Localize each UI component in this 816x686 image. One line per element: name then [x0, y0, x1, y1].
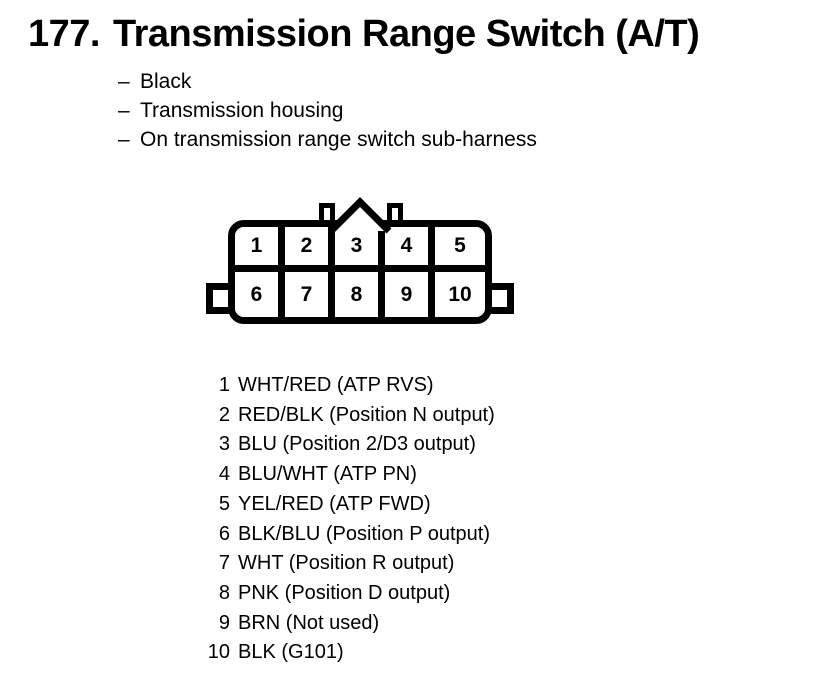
pin-row: 3 BLU (Position 2/D3 output): [0, 430, 495, 460]
note-dash: –: [118, 128, 130, 151]
pin-row: 4 BLU/WHT (ATP PN): [0, 460, 495, 490]
pin-description: BLU (Position 2/D3 output): [238, 433, 476, 456]
pin-description: BLK/BLU (Position P output): [238, 522, 490, 545]
connector-body: 1 2 3 4 5 6 7 8 9 10: [228, 220, 492, 324]
note-text: Transmission housing: [140, 99, 344, 122]
pin-description: WHT (Position R output): [238, 552, 455, 575]
pin-row: 6 BLK/BLU (Position P output): [0, 520, 495, 550]
pin-cavity-3: 3: [335, 227, 385, 272]
mount-tab-left-icon: [206, 283, 230, 314]
pin-cavity-1: 1: [235, 227, 285, 272]
connector-diagram: 1 2 3 4 5 6 7 8 9 10: [206, 197, 514, 324]
pin-number: 3: [218, 433, 230, 456]
note-item: – Black: [118, 67, 537, 96]
page-title: 177. Transmission Range Switch (A/T): [28, 12, 700, 56]
pin-description: BLK (G101): [238, 641, 344, 664]
pin-number: 10: [207, 641, 230, 664]
item-number: 177.: [28, 13, 100, 55]
pin-number: 9: [218, 611, 230, 634]
pin-number: 2: [218, 403, 230, 426]
pin-number: 8: [218, 581, 230, 604]
pin-row: 2 RED/BLK (Position N output): [0, 401, 495, 431]
pin-list: 1 WHT/RED (ATP RVS) 2 RED/BLK (Position …: [0, 371, 495, 668]
note-list: – Black – Transmission housing – On tran…: [118, 67, 537, 154]
note-dash: –: [118, 70, 130, 93]
pin-number: 7: [218, 552, 230, 575]
note-text: On transmission range switch sub-harness: [140, 128, 537, 151]
note-item: – On transmission range switch sub-harne…: [118, 125, 537, 154]
note-text: Black: [140, 70, 192, 93]
pin-description: WHT/RED (ATP RVS): [238, 374, 434, 396]
pin-cavity-6: 6: [235, 272, 285, 317]
pin-row: 8 PNK (Position D output): [0, 579, 495, 609]
pin-cavity-10: 10: [435, 272, 485, 317]
pin-cavity-7: 7: [285, 272, 335, 317]
pin-cavity-9: 9: [385, 272, 435, 317]
note-item: – Transmission housing: [118, 96, 537, 125]
pin-row: 9 BRN (Not used): [0, 609, 495, 639]
pin-number: 1: [218, 374, 230, 396]
pin-cavity-grid: 1 2 3 4 5 6 7 8 9 10: [235, 227, 485, 317]
pin-row: 10 BLK (G101): [0, 638, 495, 668]
pin-number: 5: [218, 492, 230, 515]
pin-cavity-5: 5: [435, 227, 485, 272]
title-text: Transmission Range Switch (A/T): [113, 13, 700, 55]
pin-description: BRN (Not used): [238, 611, 380, 634]
note-dash: –: [118, 99, 130, 122]
pin-description: YEL/RED (ATP FWD): [238, 492, 431, 515]
pin-row: 5 YEL/RED (ATP FWD): [0, 490, 495, 520]
pin-cavity-8: 8: [335, 272, 385, 317]
pin-cavity-2: 2: [285, 227, 335, 272]
pin-number: 4: [218, 463, 230, 486]
pin-description: PNK (Position D output): [238, 581, 451, 604]
mount-tab-right-icon: [490, 283, 514, 314]
pin-number: 6: [218, 522, 230, 545]
pin-description: RED/BLK (Position N output): [238, 403, 495, 426]
pin-cavity-4: 4: [385, 227, 435, 272]
pin-description: BLU/WHT (ATP PN): [238, 463, 417, 486]
pin-row: 1 WHT/RED (ATP RVS): [0, 371, 495, 401]
pin-row: 7 WHT (Position R output): [0, 549, 495, 579]
